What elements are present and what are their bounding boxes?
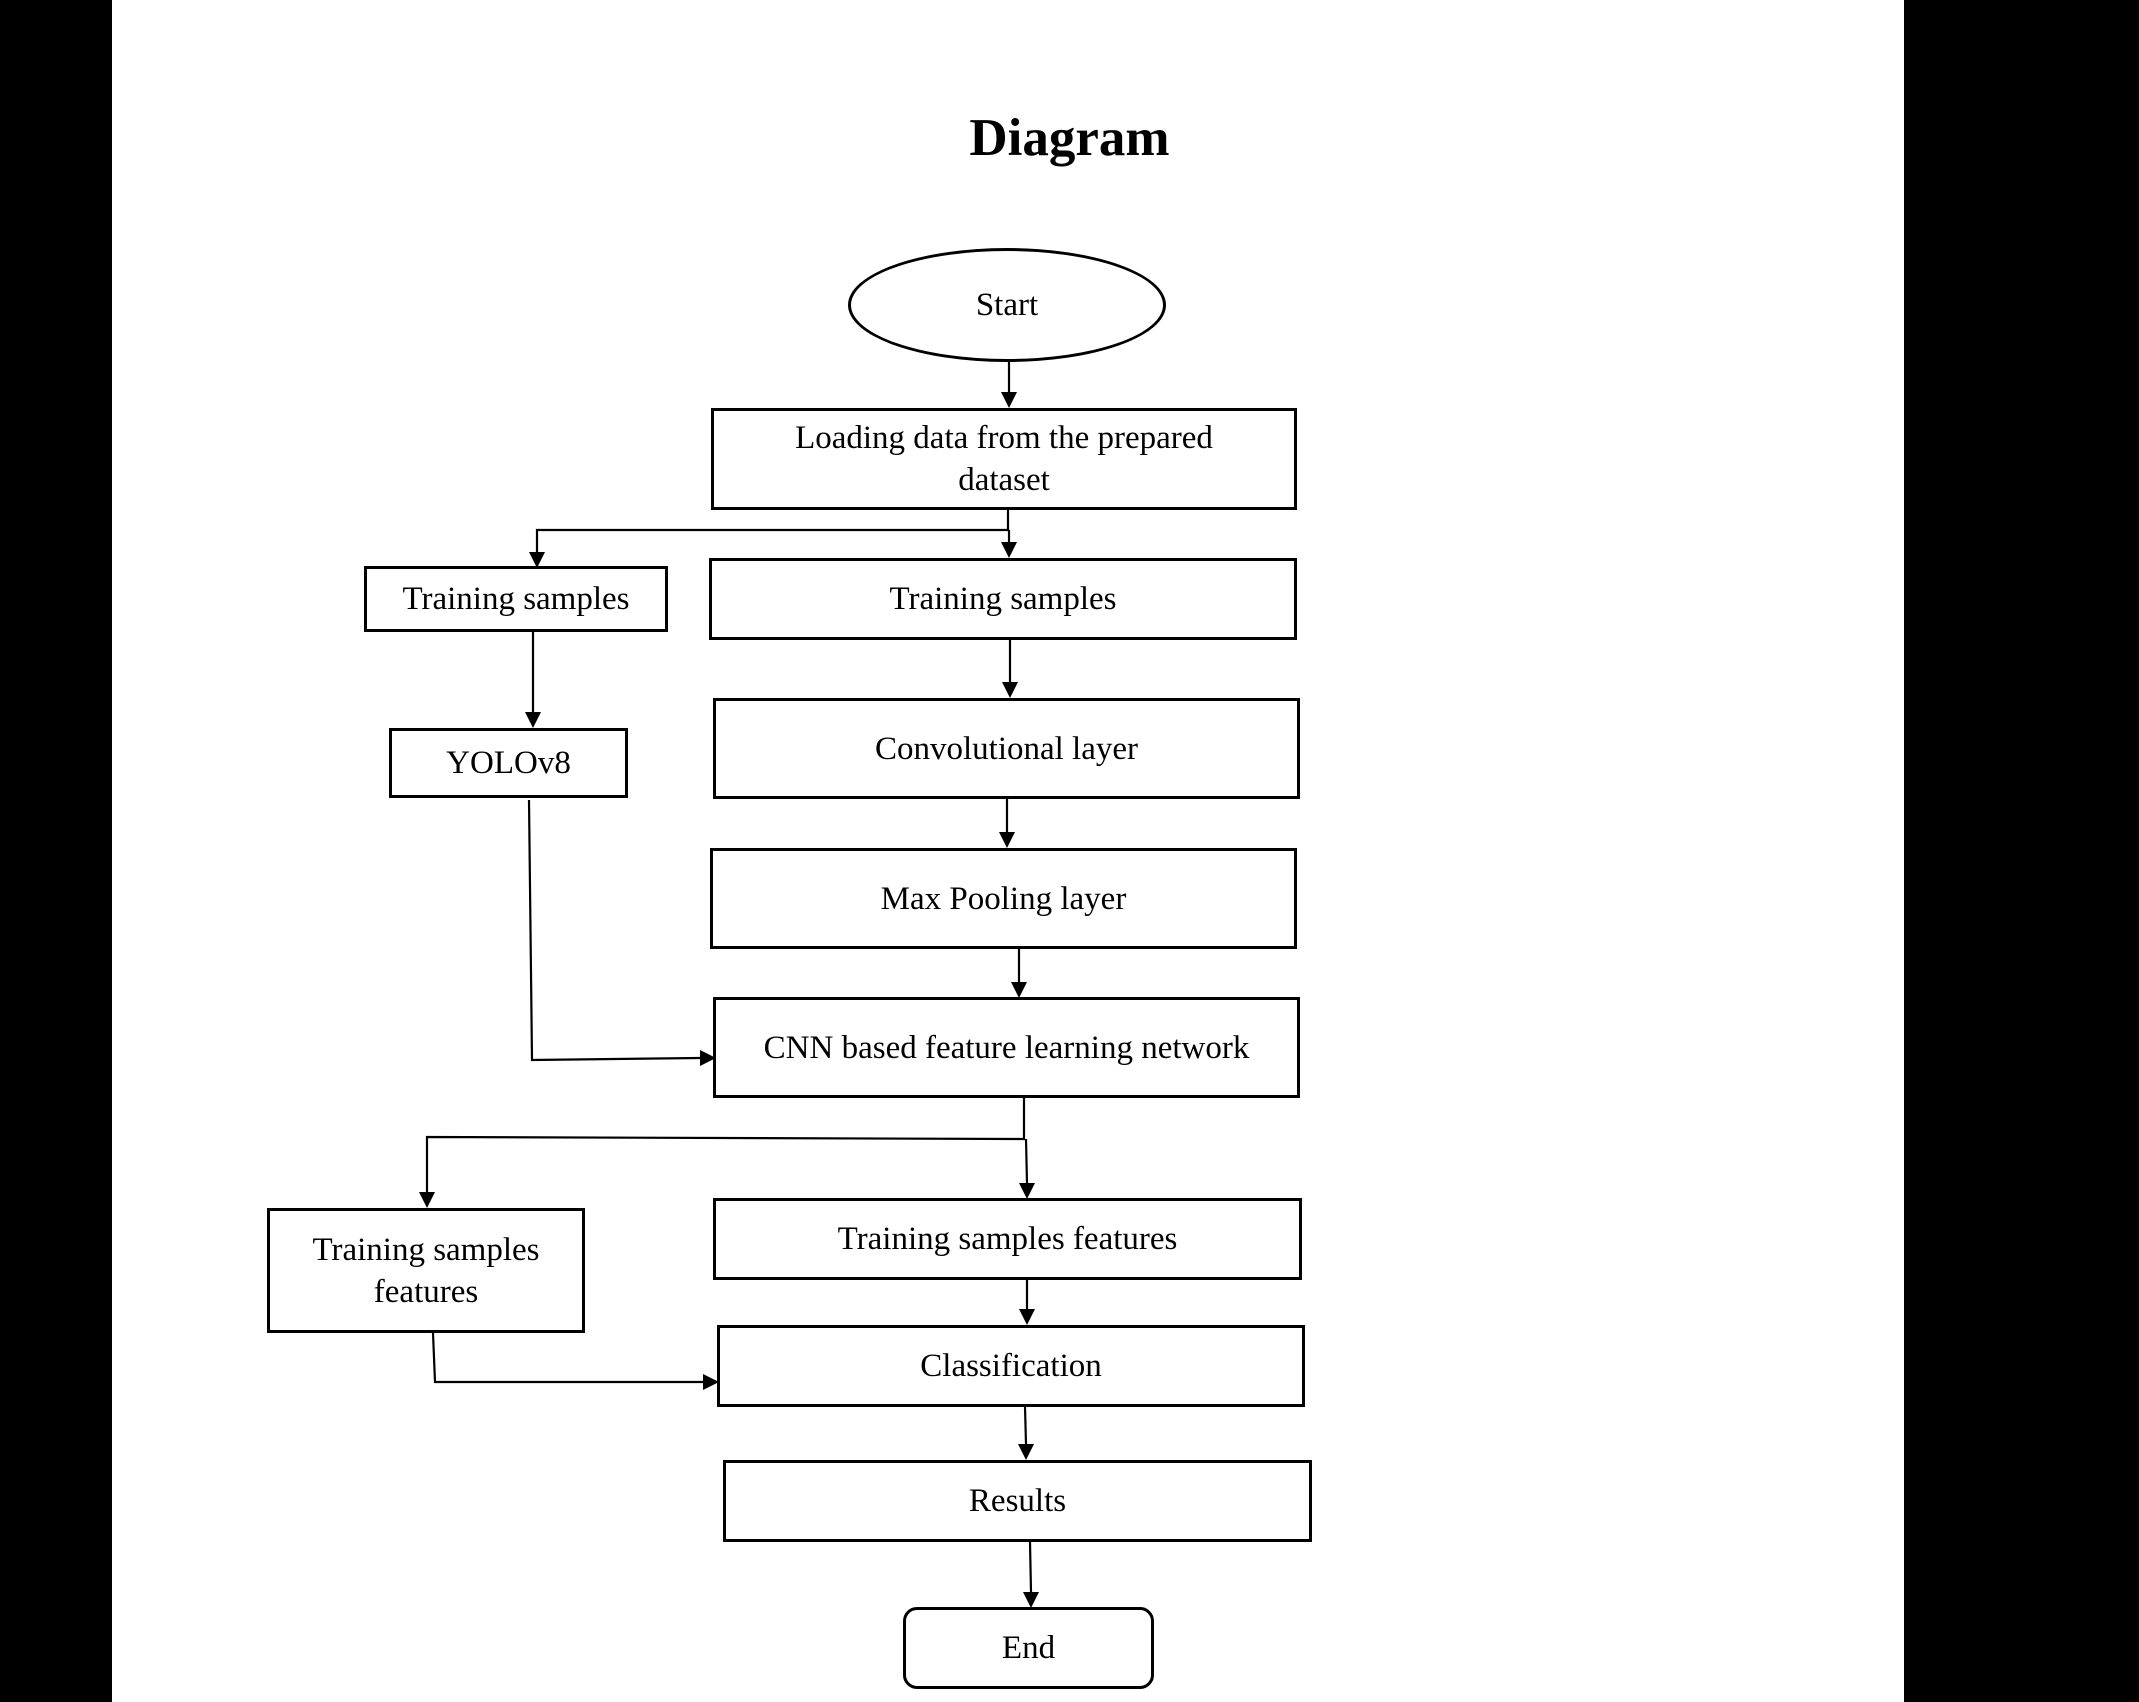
edge-cnn-to-features-left [419,1098,1026,1208]
loading-data-node: Loading data from the prepared dataset [711,408,1297,510]
cnn-feature-learning-node: CNN based feature learning network [713,997,1300,1098]
classification-node: Classification [717,1325,1305,1407]
training-samples-features-left-node: Training samples features [267,1208,585,1333]
edge-yolov8-to-cnn [527,799,716,1066]
training-samples-right-node: Training samples [709,558,1297,640]
edge-features-right-to-classification [1019,1280,1035,1325]
end-node: End [903,1607,1154,1689]
edge-features-left-to-classification [431,1332,719,1390]
edge-convolutional-to-max-pooling [999,799,1015,848]
edge-start-to-load [1001,362,1017,408]
start-node: Start [848,248,1166,362]
edge-max-pooling-to-cnn [1011,949,1027,998]
diagram-title: Diagram [969,109,1170,167]
edge-training-samples-to-convolutional-layer [1002,640,1018,698]
max-pooling-layer-node: Max Pooling layer [710,848,1297,949]
edge-load-to-training-samples-left [529,510,1010,568]
edge-training-samples-to-yolov8 [525,632,541,728]
convolutional-layer-node: Convolutional layer [713,698,1300,799]
edge-results-to-end [1023,1541,1039,1608]
edge-load-to-training-samples-right [1001,530,1017,558]
results-node: Results [723,1460,1312,1542]
yolov8-node: YOLOv8 [389,728,628,798]
training-samples-left-node: Training samples [364,566,668,632]
edge-cnn-to-features-right [1019,1138,1035,1199]
edge-classification-to-results [1018,1406,1034,1460]
training-samples-features-right-node: Training samples features [713,1198,1302,1280]
